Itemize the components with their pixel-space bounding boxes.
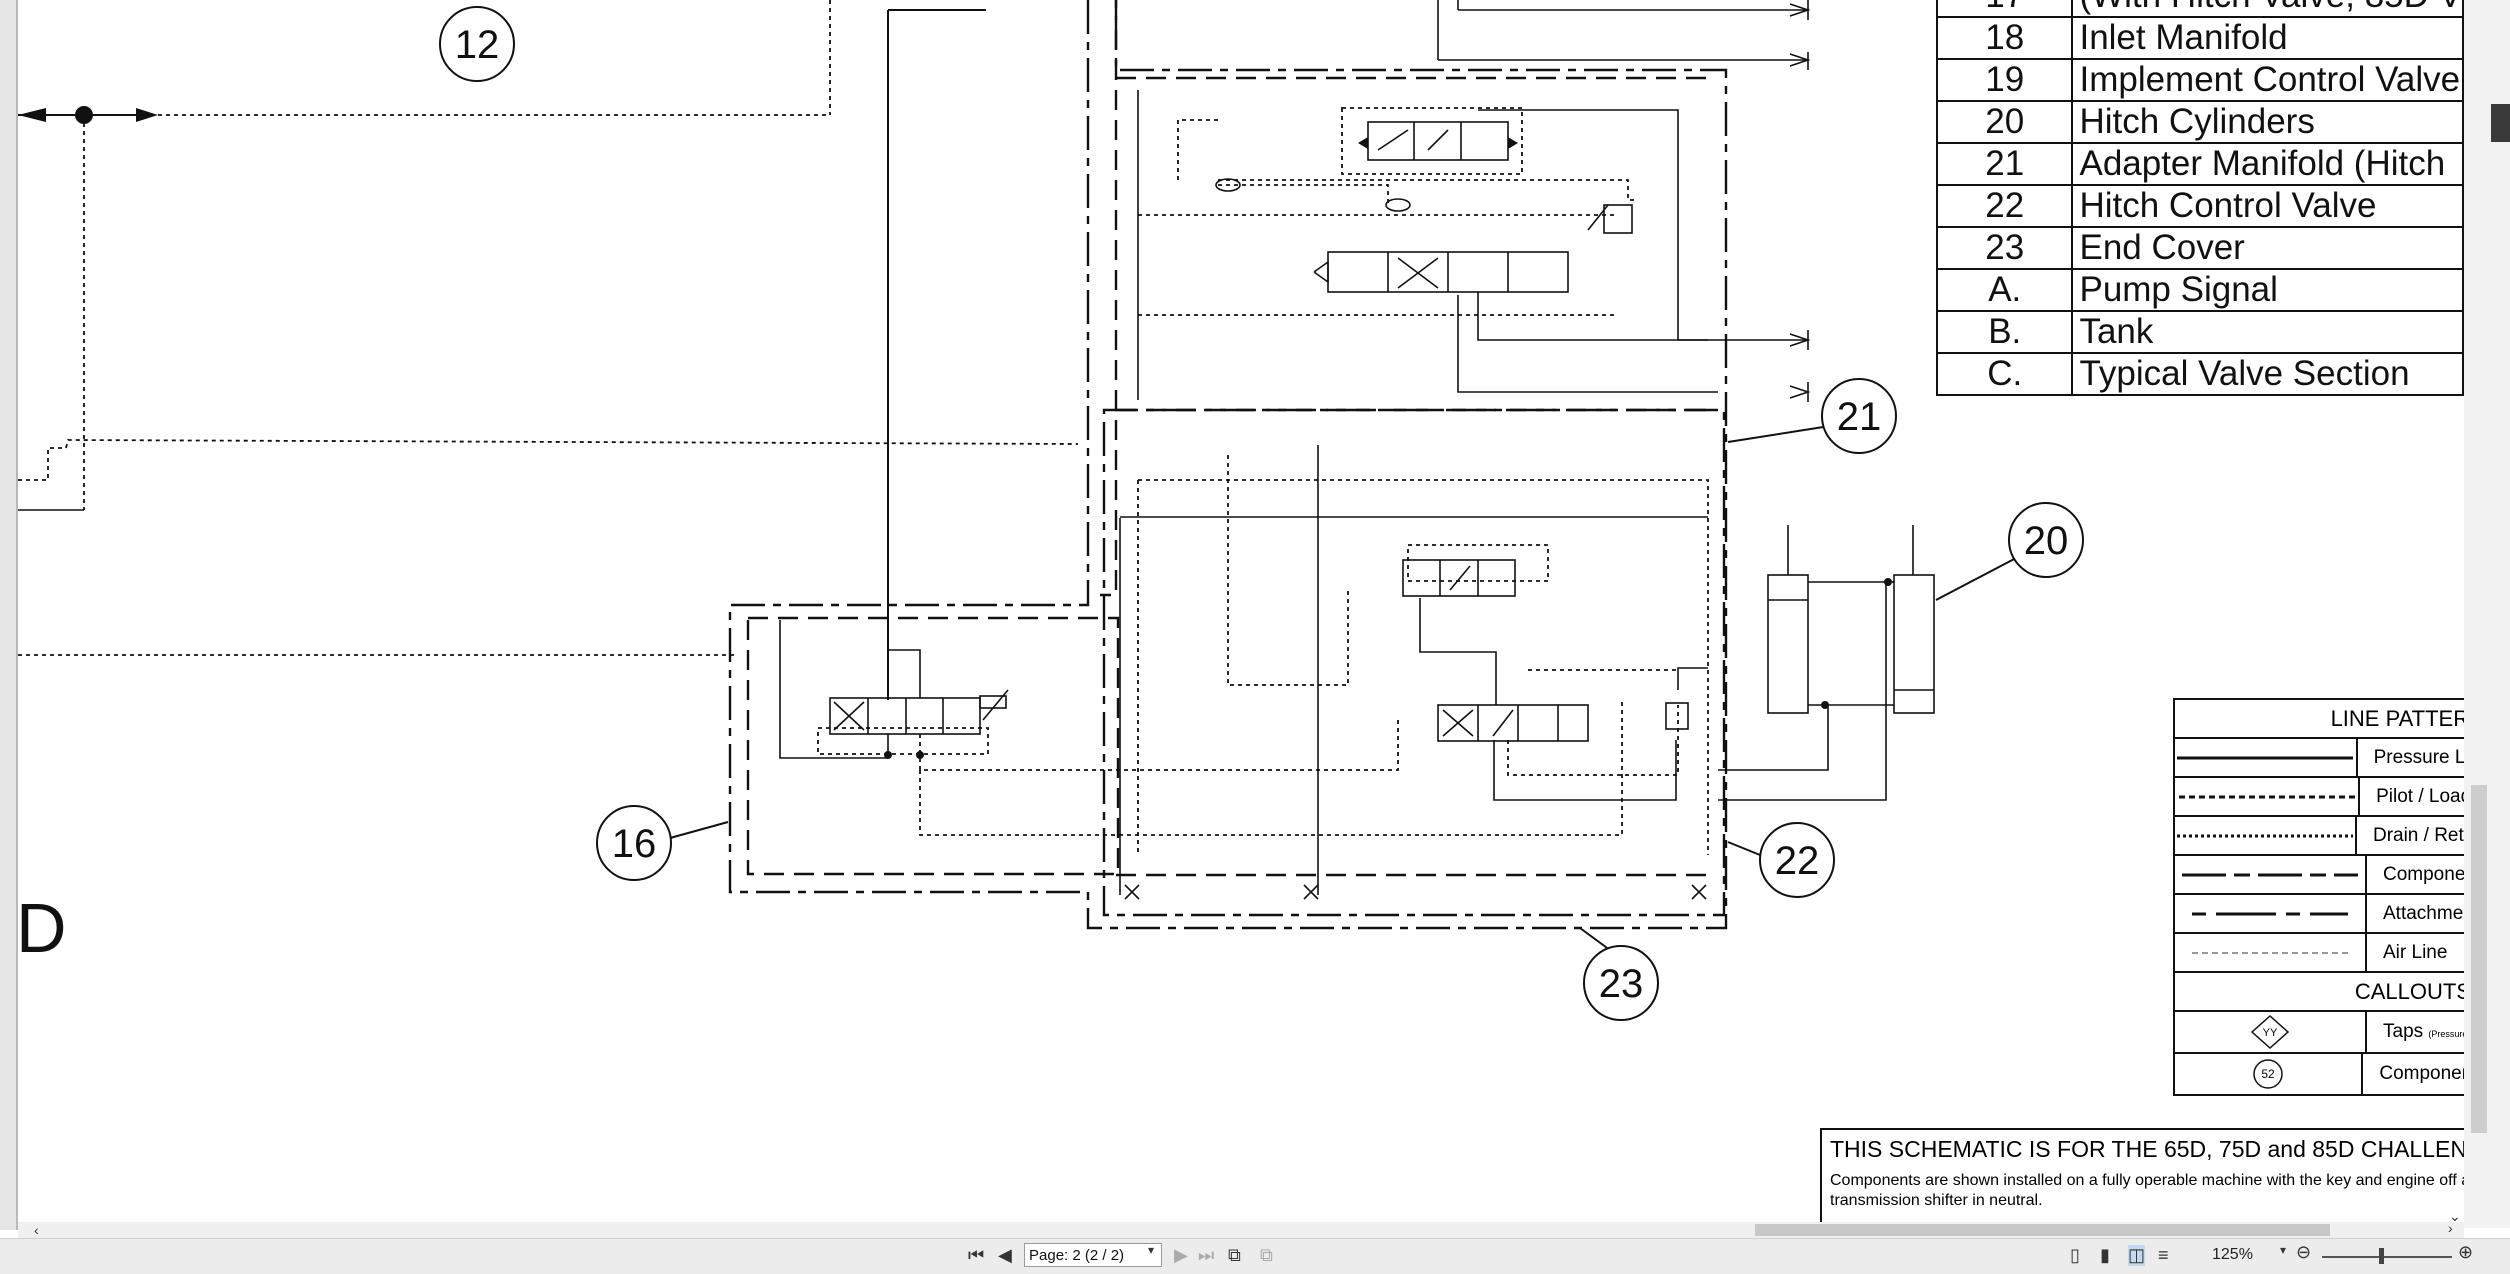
parts-table-row: A.Pump Signal	[1935, 268, 2464, 312]
part-name: Adapter Manifold (Hitch	[2071, 142, 2464, 186]
legend-row-taps: YY Taps (Pressure, S	[2175, 1012, 2464, 1054]
callout-23: 23	[1583, 945, 1659, 1021]
part-name: Pump Signal	[2071, 268, 2464, 312]
svg-text:12: 12	[455, 23, 500, 67]
page-select[interactable]: Page: 2 (2 / 2)	[1024, 1243, 1162, 1267]
zoom-out-icon[interactable]: ⊖	[2296, 1242, 2312, 1262]
parts-table-row: B.Tank	[1935, 310, 2464, 354]
zoom-level[interactable]: 125%	[2212, 1246, 2253, 1263]
legend-row-pressure: Pressure Line	[2175, 739, 2464, 778]
part-name: Hitch Cylinders	[2071, 100, 2464, 144]
callout-20: 20	[2008, 502, 2084, 578]
note-body: Components are shown installed on a full…	[1830, 1172, 2464, 1209]
scroll-down-icon[interactable]: ⌄	[2449, 1208, 2461, 1224]
parts-table: 17(With Hitch Valve, 85D V18Inlet Manifo…	[1935, 0, 2464, 396]
previous-page-icon[interactable]: ◀	[998, 1245, 1012, 1265]
legend-title: LINE PATTERN	[2175, 700, 2464, 739]
vertical-scroll-thumb[interactable]	[2471, 785, 2487, 1133]
single-page-icon[interactable]: ▯	[2070, 1245, 2080, 1265]
fit-width-icon[interactable]: ≡	[2158, 1245, 2169, 1265]
status-bar: ⏮ ◀ Page: 2 (2 / 2) ▾ ▶ ⏭ ⧉ ⧉ ▯ ▮ ◫ ≡ 12…	[0, 1238, 2510, 1274]
part-name: Inlet Manifold	[2071, 16, 2464, 60]
part-name: Tank	[2071, 310, 2464, 354]
parts-table-row: C.Typical Valve Section	[1935, 352, 2464, 396]
legend-row-component: Component	[2175, 856, 2464, 895]
part-name: Hitch Control Valve	[2071, 184, 2464, 228]
left-panel-edge[interactable]	[0, 0, 18, 1230]
zoom-dropdown-icon[interactable]: ▾	[2280, 1243, 2287, 1257]
continuous-page-icon[interactable]: ▮	[2100, 1245, 2110, 1265]
legend-row-pilot: Pilot / Load S	[2175, 778, 2464, 817]
callout-16: 16	[596, 805, 672, 881]
zoom-slider-thumb[interactable]	[2379, 1248, 2384, 1264]
grid-letter-d: D	[18, 889, 67, 967]
part-name: (With Hitch Valve, 85D V	[2071, 0, 2464, 18]
legend-row-drain: Drain / Return	[2175, 817, 2464, 856]
callouts-title: CALLOUTS	[2175, 973, 2464, 1012]
part-number: 19	[1935, 58, 2074, 102]
callout-22: 22	[1759, 822, 1835, 898]
scroll-left-icon[interactable]: ‹	[34, 1222, 39, 1238]
schematic-note: THIS SCHEMATIC IS FOR THE 65D, 75D and 8…	[1820, 1128, 2464, 1222]
zoom-slider[interactable]	[2322, 1256, 2452, 1258]
legend-row-components: 52 Components	[2175, 1054, 2464, 1094]
callout-21: 21	[1821, 378, 1897, 454]
two-page-icon[interactable]: ◫	[2128, 1245, 2146, 1266]
part-name: Implement Control Valve	[2071, 58, 2464, 102]
part-number: 23	[1935, 226, 2074, 270]
svg-text:16: 16	[612, 822, 657, 866]
svg-text:22: 22	[1775, 839, 1820, 883]
svg-text:21: 21	[1837, 395, 1882, 439]
part-number: 21	[1935, 142, 2074, 186]
legend-row-air: Air Line	[2175, 934, 2464, 973]
document-canvas[interactable]: 12 21 20 16 22 23 D	[18, 0, 2464, 1222]
scroll-right-icon[interactable]: ›	[2448, 1220, 2453, 1236]
part-number: 18	[1935, 16, 2074, 60]
part-number: A.	[1935, 268, 2074, 312]
part-number: C.	[1935, 352, 2074, 396]
next-page-icon[interactable]: ▶	[1174, 1245, 1188, 1265]
parts-table-row: 17(With Hitch Valve, 85D V	[1935, 0, 2464, 18]
svg-text:52: 52	[2261, 1067, 2275, 1081]
zoom-in-icon[interactable]: ⊕	[2458, 1242, 2474, 1262]
part-name: End Cover	[2071, 226, 2464, 270]
part-number: 20	[1935, 100, 2074, 144]
horizontal-scroll-thumb[interactable]	[1755, 1224, 2330, 1236]
last-page-icon[interactable]: ⏭	[1198, 1245, 1215, 1265]
side-panel-tab[interactable]	[2491, 104, 2510, 142]
part-number: B.	[1935, 310, 2074, 354]
first-page-icon[interactable]: ⏮	[968, 1245, 985, 1265]
chevron-down-icon[interactable]: ▾	[1148, 1243, 1155, 1257]
part-name: Typical Valve Section	[2071, 352, 2464, 396]
svg-text:YY: YY	[2263, 1027, 2278, 1039]
compare-view-icon[interactable]: ⧉	[1260, 1245, 1273, 1265]
line-pattern-legend: LINE PATTERN Pressure Line Pilot / Load …	[2173, 698, 2464, 1096]
part-number: 17	[1935, 0, 2074, 18]
svg-text:23: 23	[1599, 962, 1644, 1006]
note-title: THIS SCHEMATIC IS FOR THE 65D, 75D and 8…	[1830, 1136, 2464, 1162]
part-number: 22	[1935, 184, 2074, 228]
hydraulic-schematic: 12 21 20 16 22 23 D	[18, 0, 2084, 1021]
callout-12: 12	[439, 6, 515, 82]
svg-text:20: 20	[2024, 519, 2069, 563]
rotate-view-icon[interactable]: ⧉	[1228, 1245, 1241, 1265]
legend-row-attachment: Attachment	[2175, 895, 2464, 934]
